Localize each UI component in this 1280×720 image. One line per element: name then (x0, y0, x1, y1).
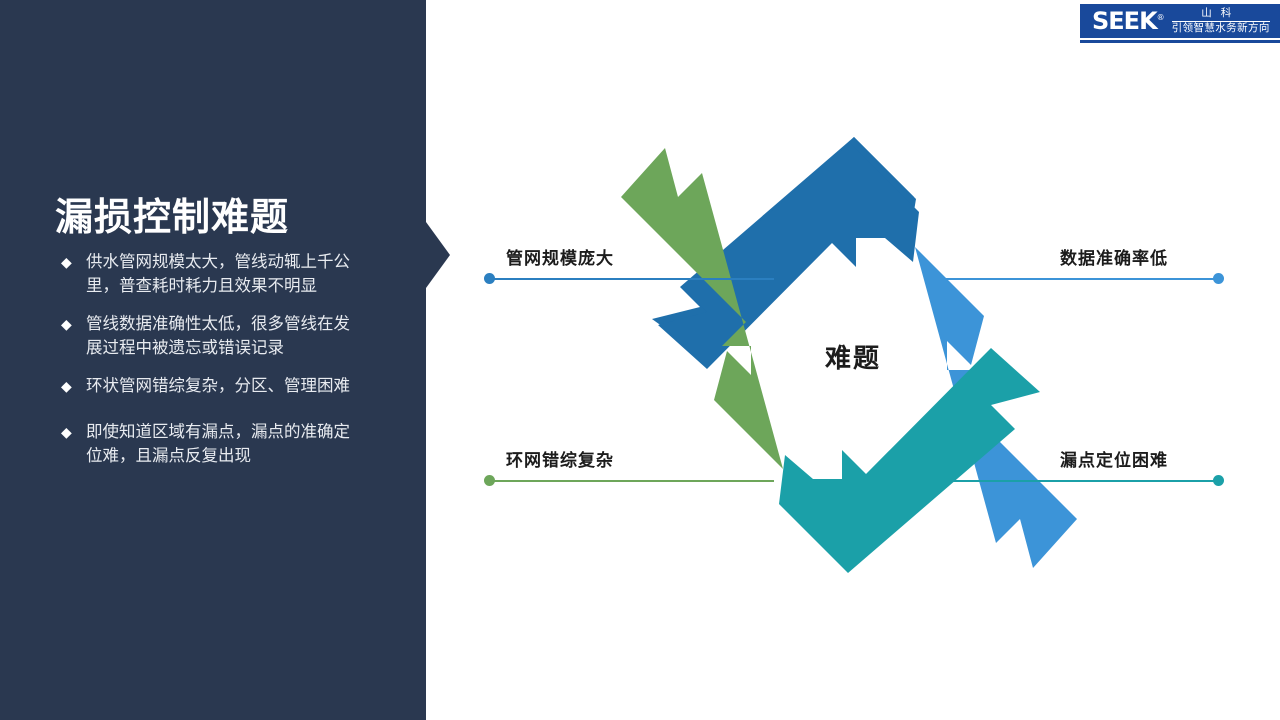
list-item: ◆ 供水管网规模太大，管线动辄上千公里，普查耗时耗力且效果不明显 (58, 250, 358, 298)
list-item-text: 管线数据准确性太低，很多管线在发展过程中被遗忘或错误记录 (86, 315, 350, 357)
logo-wordmark: SEEK® (1092, 7, 1165, 35)
node-label-top-right: 数据准确率低 (1060, 249, 1168, 268)
arrow-node-3[interactable] (779, 348, 1040, 573)
diamond-bullet-icon: ◆ (61, 316, 72, 332)
diamond-bullet-icon: ◆ (61, 378, 72, 394)
logo-slogan: 引领智慧水务新方向 (1171, 21, 1270, 34)
connector-line-top-left (489, 278, 774, 280)
page-title: 漏损控制难题 (55, 197, 290, 239)
arrow-node-2[interactable] (915, 247, 1077, 568)
diamond-bullet-icon: ◆ (61, 254, 72, 270)
bullet-list: ◆ 供水管网规模太大，管线动辄上千公里，普查耗时耗力且效果不明显 ◆ 管线数据准… (58, 250, 358, 482)
registered-trademark-icon: ® (1156, 13, 1165, 22)
cycle-diagram: 难题 管网规模庞大 数据准确率低 环网错综复杂 漏点定位困难 (426, 0, 1280, 720)
list-item: ◆ 环状管网错综复杂，分区、管理困难 (58, 374, 358, 398)
list-item-text: 即使知道区域有漏点，漏点的准确定位难，且漏点反复出现 (86, 423, 350, 465)
connector-line-top-right (946, 278, 1218, 280)
left-panel (0, 0, 426, 720)
logo-wordmark-text: SEEK (1092, 7, 1158, 35)
connector-dot-bottom-right (1213, 475, 1224, 486)
list-item: ◆ 管线数据准确性太低，很多管线在发展过程中被遗忘或错误记录 (58, 312, 358, 360)
node-label-bottom-left: 环网错综复杂 (506, 451, 614, 470)
list-item-text: 供水管网规模太大，管线动辄上千公里，普查耗时耗力且效果不明显 (86, 253, 350, 295)
connector-dot-top-left (484, 273, 495, 284)
connector-line-bottom-left (489, 480, 774, 482)
logo-box: SEEK® 山科 引领智慧水务新方向 (1080, 4, 1280, 38)
arrow-node-1[interactable] (658, 143, 919, 369)
connector-dot-top-right (1213, 273, 1224, 284)
node-label-bottom-right: 漏点定位困难 (1060, 451, 1168, 470)
connector-line-bottom-right (946, 480, 1218, 482)
logo-underline-bar (1080, 40, 1280, 43)
logo-chinese-block: 山科 引领智慧水务新方向 (1171, 8, 1270, 34)
logo-company-name: 山科 (1171, 8, 1270, 22)
node-label-top-left: 管网规模庞大 (506, 249, 614, 268)
brand-logo: SEEK® 山科 引领智慧水务新方向 (1080, 0, 1280, 48)
arrow-node-4[interactable] (621, 148, 783, 469)
diagram-center-label: 难题 (824, 343, 881, 373)
cycle-arrows-precise (621, 143, 1077, 573)
list-item: ◆ 即使知道区域有漏点，漏点的准确定位难，且漏点反复出现 (58, 420, 358, 468)
panel-pointer-triangle (426, 222, 450, 288)
diamond-bullet-icon: ◆ (61, 424, 72, 440)
connector-dot-bottom-left (484, 475, 495, 486)
list-item-text: 环状管网错综复杂，分区、管理困难 (86, 377, 350, 395)
